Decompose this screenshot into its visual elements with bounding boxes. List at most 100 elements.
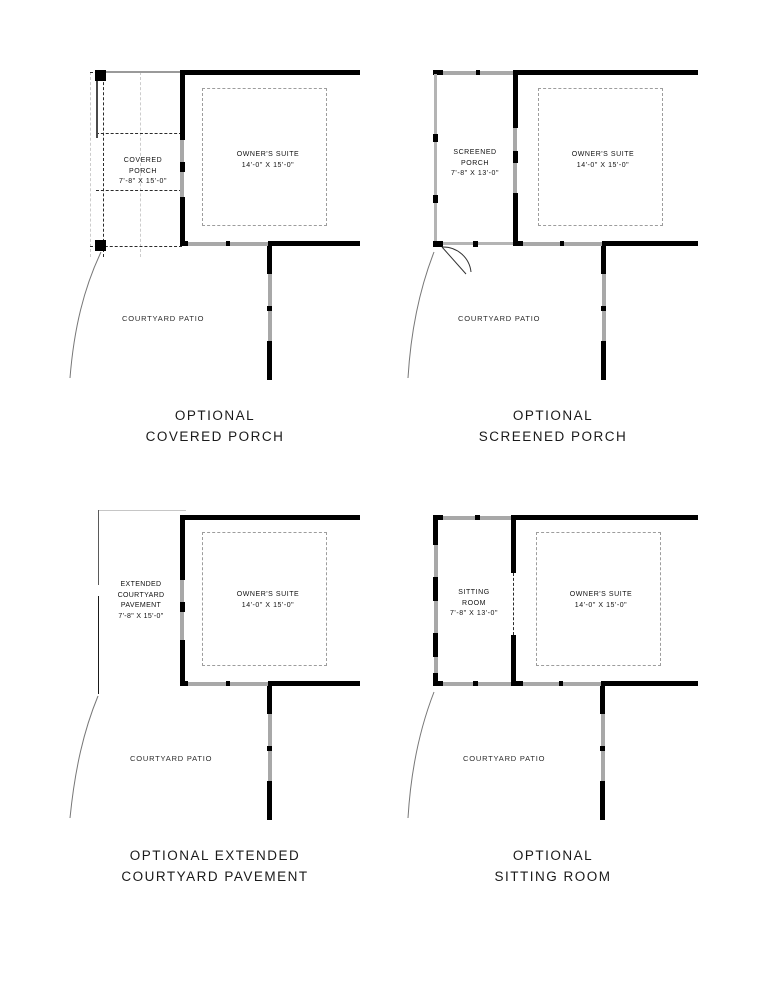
room-label-sitting-room: SITTING ROOM 7'-8" X 13'-0" [436,588,512,620]
screen-wall-left-1 [434,74,437,134]
porch-corner-post-top [95,70,106,81]
courtyard-wing-wall-upper [600,686,605,714]
house-wall-interior-upper [513,70,518,128]
courtyard-wing-window-lower [267,311,272,341]
room-label-owners-suite: OWNER'S SUITE 14'-0" X 15'-0" [546,590,656,611]
owners-suite-dimensions: 14'-0" X 15'-0" [241,601,295,609]
suite-slider-left [523,242,560,246]
screen-post-bottom-mid [473,241,478,247]
house-wall-interior-lower [511,635,516,686]
pavement-edge-left-upper [98,510,99,585]
screened-porch-name-line1: SCREENED [453,149,497,156]
plan-drawing-extended-courtyard: EXTENDED COURTYARD PAVEMENT 7'-8" X 15'-… [69,500,360,830]
owners-suite-tray-outline [538,88,663,226]
pavement-edge-left-lower [98,596,99,694]
interior-window-upper [180,580,184,602]
courtyard-wing-window-upper [600,714,605,746]
house-wall-interior-upper [180,515,185,580]
owners-suite-tray-outline [202,532,327,666]
house-wall-interior-lower [180,197,185,246]
suite-slider-right [230,682,268,686]
courtyard-wing-wall-upper [267,246,272,274]
plan-panel-sitting-room: SITTING ROOM 7'-8" X 13'-0" OWNER'S SUIT… [407,500,698,890]
courtyard-patio-label: COURTYARD PATIO [130,754,213,763]
room-label-owners-suite: OWNER'S SUITE 14'-0" X 15'-0" [548,150,658,171]
screen-wall-left-2 [434,142,437,195]
courtyard-wing-wall-upper [601,246,606,274]
screen-wall-left-3 [434,203,437,246]
courtyard-wing-wall-lower [600,781,605,820]
owners-suite-name: OWNER'S SUITE [569,591,633,598]
sitting-left-wall-1 [433,515,438,545]
house-wall-interior-mid [513,151,518,163]
house-wall-interior-upper [511,515,516,573]
plan-drawing-covered-porch: COVERED PORCH 7'-8" X 15'-0" OWNER'S SUI… [69,60,360,390]
porch-top-rail [96,71,182,73]
courtyard-boundary-arc [69,695,99,819]
suite-slider-mullion [559,681,563,686]
screened-top-panel-2 [480,71,513,75]
sitting-top-window-1 [443,516,475,520]
sitting-top-window-2 [480,516,511,520]
suite-slider-right [564,242,602,246]
caption-extended-courtyard: OPTIONAL EXTENDED COURTYARD PAVEMENT [70,845,360,887]
sitting-left-window-1 [433,545,438,577]
plan-drawing-screened-porch: SCREENED PORCH 7'-8" X 13'-0" OWNER'S SU… [407,60,698,390]
house-wall-bottom-right [601,681,698,686]
screen-door-swing [441,246,472,275]
courtyard-wing-wall-lower [267,341,272,380]
extended-pavement-dimensions: 7'-8" X 15'-0" [118,612,164,620]
owners-suite-dimensions: 14'-0" X 15'-0" [241,161,295,169]
house-wall-top [513,70,698,75]
house-wall-interior-lower [513,193,518,246]
caption-sitting-room-line2: SITTING ROOM [494,869,612,884]
interior-window-upper [180,140,184,162]
courtyard-wing-window-lower [601,311,606,341]
courtyard-wing-window-upper [267,714,272,746]
porch-corner-post-bottom [95,240,106,251]
screened-porch-name-line2: PORCH [460,159,490,167]
owners-suite-name: OWNER'S SUITE [236,591,300,598]
sitting-bottom-window-2 [478,682,511,686]
screen-wall-bottom-1 [443,242,473,245]
courtyard-wing-wall-mid [267,306,272,311]
sitting-left-window-2 [433,601,438,633]
house-wall-bottom-left-stub [180,681,188,686]
room-label-screened-porch: SCREENED PORCH 7'-8" X 13'-0" [436,148,514,180]
suite-slider-mullion [560,241,564,246]
screened-porch-dimensions: 7'-8" X 13'-0" [450,170,500,177]
room-label-owners-suite: OWNER'S SUITE 14'-0" X 15'-0" [213,150,323,171]
suite-slider-right [230,242,268,246]
interior-window-upper [513,128,517,151]
sitting-top-left-corner [433,515,443,520]
sitting-left-wall-2 [433,577,438,601]
courtyard-wing-wall-mid [600,746,605,751]
caption-screened-porch-line1: OPTIONAL [512,408,594,423]
pavement-edge-top [98,510,186,511]
suite-slider-left [188,682,226,686]
owners-suite-name: OWNER'S SUITE [236,151,300,158]
owners-suite-tray-outline [202,88,327,226]
courtyard-wing-wall-lower [601,341,606,380]
caption-sitting-room: OPTIONAL SITTING ROOM [408,845,698,887]
caption-covered-porch-line1: OPTIONAL [174,408,256,423]
courtyard-boundary-arc [69,251,102,379]
screened-top-panel-1 [443,71,476,75]
porch-left-rail [96,71,98,138]
sitting-top-mullion [475,515,480,520]
courtyard-wing-window-lower [267,751,272,781]
courtyard-wing-wall-upper [267,686,272,714]
house-wall-interior-upper [180,70,185,140]
suite-slider-right [563,682,601,686]
sitting-left-window-3 [433,657,438,673]
courtyard-boundary-arc [407,251,435,379]
sitting-room-name-line2: ROOM [462,599,486,607]
courtyard-wing-wall-mid [601,306,606,311]
house-wall-bottom-left-stub [511,681,523,686]
suite-slider-mullion [226,241,230,246]
house-wall-bottom-left-stub [180,241,188,246]
suite-slider-left [188,242,226,246]
interior-window-lower [180,612,184,640]
house-wall-interior-mid [180,602,185,612]
